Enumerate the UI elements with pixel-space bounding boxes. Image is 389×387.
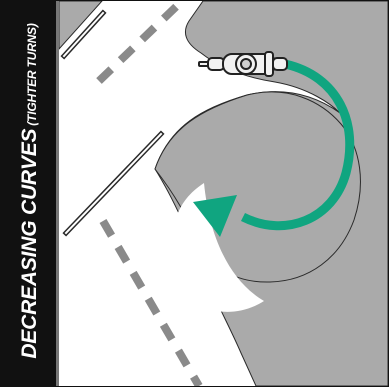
motorcycle-rider-head — [241, 59, 251, 69]
title-sub: (TIGHTER TURNS) — [25, 23, 39, 125]
side-title-bar: DECREASING CURVES (TIGHTER TURNS) — [1, 1, 59, 386]
side-title: DECREASING CURVES (TIGHTER TURNS) — [18, 11, 42, 371]
motorcycle-rear-wheel — [208, 58, 224, 70]
title-main: DECREASING CURVES — [18, 129, 41, 359]
motorcycle-handlebar — [265, 52, 273, 76]
road-scene — [59, 1, 388, 386]
road-diagram — [59, 1, 388, 386]
motorcycle-front-wheel — [273, 58, 287, 70]
